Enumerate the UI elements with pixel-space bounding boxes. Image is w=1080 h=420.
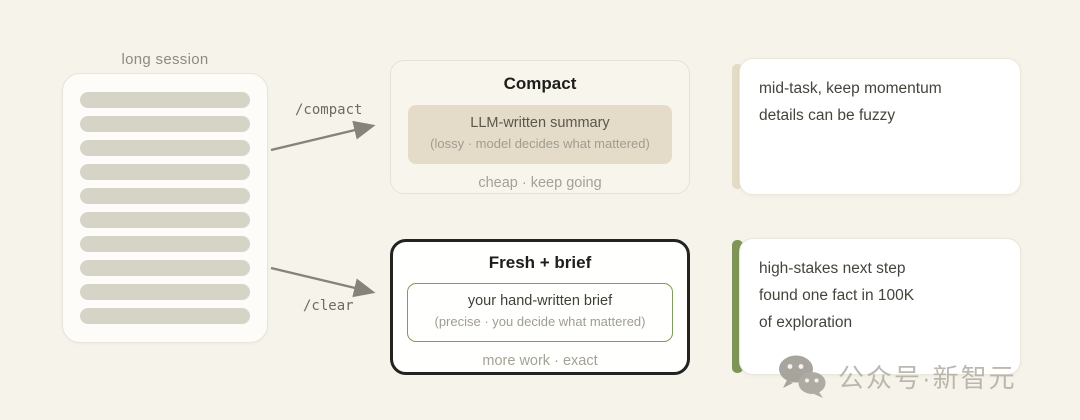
- hand-written-brief-chip: your hand-written brief (precise · you d…: [407, 283, 673, 342]
- compact-command-label: /compact: [295, 102, 363, 118]
- tan-accent-bar: [732, 64, 743, 189]
- session-line: [80, 284, 250, 300]
- clear-command-label: /clear: [303, 298, 354, 314]
- session-line: [80, 140, 250, 156]
- compact-option-box: Compact LLM-written summary (lossy · mod…: [390, 60, 690, 194]
- session-line: [80, 260, 250, 276]
- clear-arrow: [270, 266, 376, 298]
- session-line: [80, 212, 250, 228]
- session-line: [80, 92, 250, 108]
- session-line: [80, 236, 250, 252]
- wechat-icon: [779, 355, 826, 398]
- note-line: found one fact in 100K: [759, 287, 915, 304]
- brief-text: your hand-written brief: [467, 293, 613, 309]
- green-accent-bar: [732, 240, 743, 373]
- fresh-title: Fresh + brief: [488, 253, 592, 272]
- session-line: [80, 164, 250, 180]
- note-line: of exploration: [759, 314, 853, 331]
- note-line: mid-task, keep momentum: [759, 80, 942, 97]
- note-line: details can be fuzzy: [759, 107, 896, 124]
- compact-note-card: mid-task, keep momentum details can be f…: [739, 58, 1021, 195]
- llm-summary-text: LLM-written summary: [470, 115, 610, 131]
- compact-arrow: [270, 120, 376, 152]
- watermark-text: 公众号·新智元: [838, 362, 1017, 393]
- fresh-option-box: Fresh + brief your hand-written brief (p…: [390, 239, 690, 375]
- compact-footer: cheap · keep going: [478, 175, 602, 191]
- session-line: [80, 116, 250, 132]
- llm-summary-subtext: (lossy · model decides what mattered): [430, 136, 650, 151]
- compact-title: Compact: [503, 74, 577, 93]
- brief-subtext: (precise · you decide what mattered): [434, 314, 646, 329]
- clear-note-card: high-stakes next step found one fact in …: [739, 238, 1021, 375]
- session-line: [80, 188, 250, 204]
- session-line: [80, 308, 250, 324]
- llm-summary-chip: LLM-written summary (lossy · model decid…: [408, 105, 672, 164]
- long-session-card: [62, 73, 268, 343]
- watermark: 公众号·新智元: [777, 354, 1017, 398]
- long-session-label: long session: [121, 51, 209, 68]
- fresh-footer: more work · exact: [482, 353, 598, 369]
- note-line: high-stakes next step: [759, 260, 906, 277]
